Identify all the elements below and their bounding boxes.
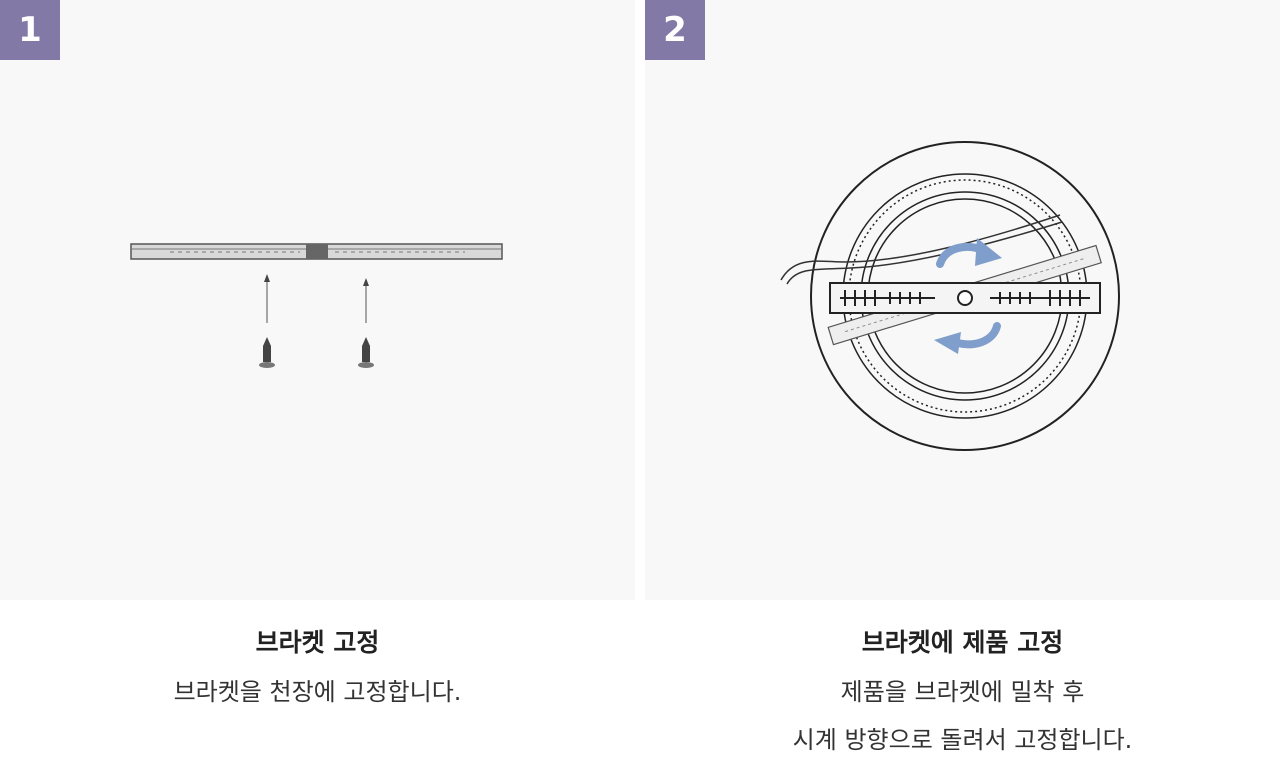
step-1-caption: 브라켓 고정 브라켓을 천장에 고정합니다. (0, 618, 635, 716)
step-description-line: 제품을 브라켓에 밀착 후 (840, 678, 1085, 706)
step-2-caption: 브라켓에 제품 고정 제품을 브라켓에 밀착 후 시계 방향으로 돌려서 고정합… (645, 618, 1280, 762)
step-number-badge: 2 (645, 0, 705, 60)
screw-icon (259, 337, 275, 368)
circular-light-rotate-icon (780, 141, 1120, 451)
screw-icon (358, 337, 374, 368)
step-title: 브라켓 고정 (255, 628, 380, 657)
bracket-with-screws-icon (130, 243, 503, 368)
step-description-line: 시계 방향으로 돌려서 고정합니다. (792, 726, 1133, 754)
step-description-line: 브라켓을 천장에 고정합니다. (173, 678, 462, 706)
step-2-panel: 2 (645, 0, 1280, 600)
step-title: 브라켓에 제품 고정 (861, 628, 1064, 657)
step-1-panel: 1 (0, 0, 635, 600)
step-number-badge: 1 (0, 0, 60, 60)
